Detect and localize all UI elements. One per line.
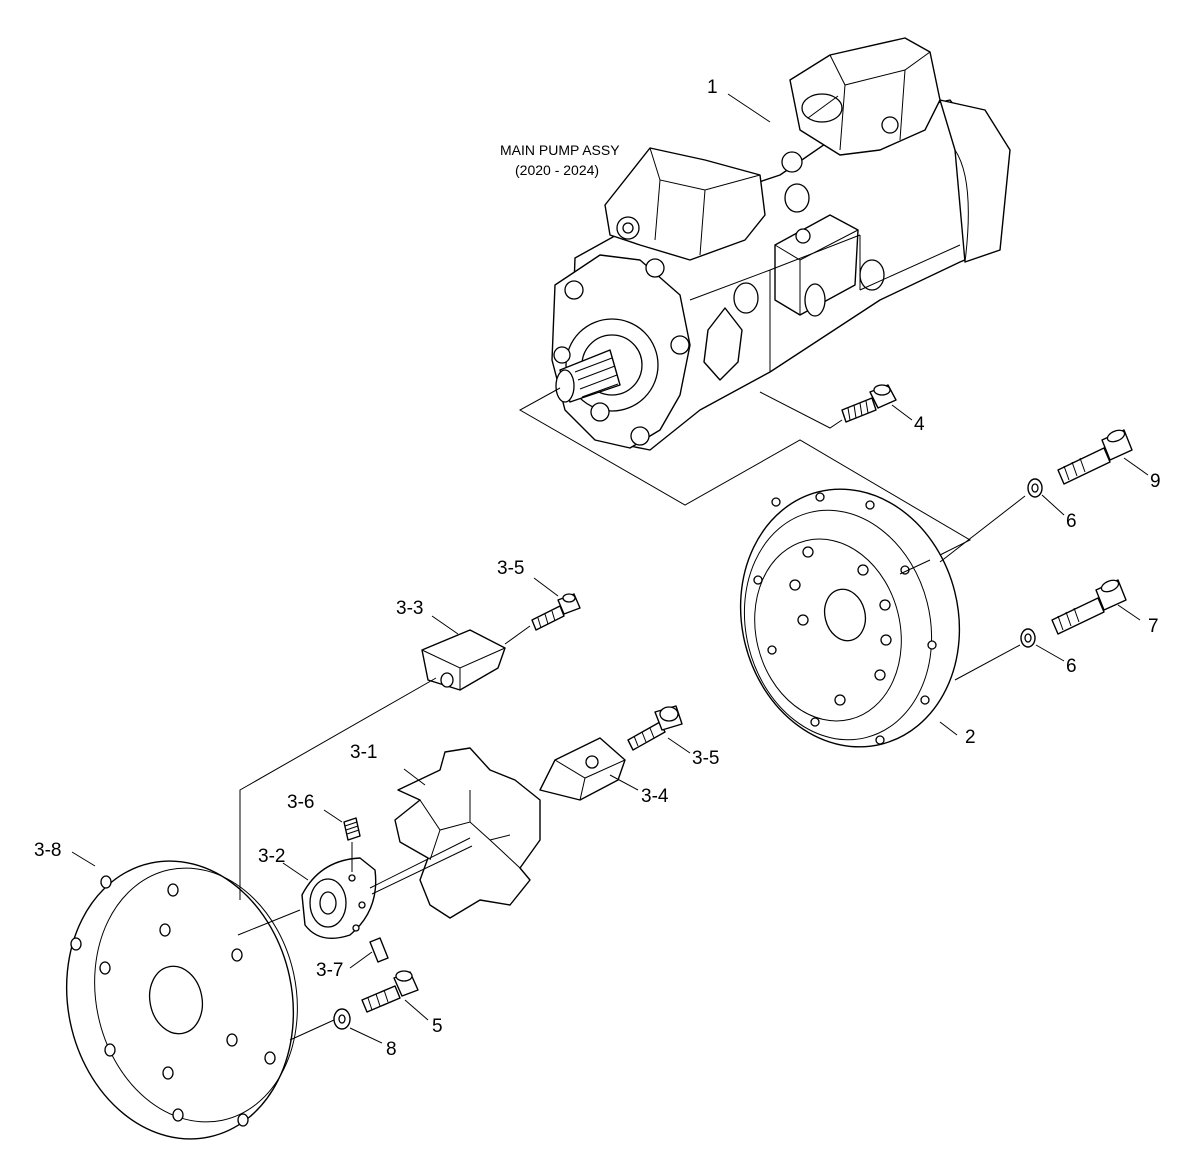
setscrew-part-3-6 [343,817,361,841]
callout-3-4: 3-4 [641,786,669,807]
main-pump-assembly [551,37,1011,451]
callout-3-6: 3-6 [287,792,314,813]
diagram-subtitle: (2020 - 2024) [515,162,599,178]
pin-part-3-7 [369,937,389,963]
callout-3-8: 3-8 [34,840,61,861]
diagram-title: MAIN PUMP ASSY [500,142,620,158]
leader-hub-to-element [369,837,473,895]
callout-3-5-upper: 3-5 [497,558,524,579]
leader-washer-6-upper [939,495,1026,563]
washer-part-8-hole [338,1014,346,1024]
callout-leaders [71,93,1149,1044]
bolt-part-3-5-lower [627,705,683,751]
bolt-part-9 [1057,429,1133,485]
callout-3-5-lower: 3-5 [692,748,719,769]
callout-6-lower: 6 [1066,656,1077,677]
callout-3-1: 3-1 [350,742,377,763]
bolt-part-3-5-upper [531,593,581,631]
callout-3-7: 3-7 [316,960,343,981]
leader-bolt-3-5-to-clamp [504,625,531,645]
leader-flywheel-bolt [899,559,931,575]
plate-part-3-8 [65,860,298,1140]
rubber-element-part-3-1 [394,747,541,919]
washer-part-6-lower-hole [1024,633,1032,643]
callout-4: 4 [914,414,925,435]
flywheel-housing-part-2 [739,488,961,748]
washer-part-6-upper-hole [1031,483,1039,493]
hub-part-3-2 [301,857,377,939]
bolt-part-4 [841,384,897,423]
leader-clamp-to-plate [239,677,437,900]
callout-2: 2 [965,727,976,748]
callout-1: 1 [707,77,718,98]
callout-9: 9 [1150,471,1161,492]
clamp-part-3-3 [421,629,506,691]
leader-pump-to-bolt-4 [759,391,843,429]
callout-5: 5 [432,1016,443,1037]
clamp-part-3-4 [539,737,626,801]
leader-washer-8-to-plate [289,1019,335,1041]
bolt-part-5 [361,970,419,1013]
leader-washer-6-lower [954,644,1021,681]
callout-6-upper: 6 [1066,511,1077,532]
bolt-part-7 [1051,579,1127,635]
callout-3-2: 3-2 [258,846,285,867]
callout-8: 8 [386,1039,397,1060]
leader-hub-to-plate [237,909,301,936]
callout-3-3: 3-3 [396,598,423,619]
callout-7: 7 [1148,616,1159,637]
